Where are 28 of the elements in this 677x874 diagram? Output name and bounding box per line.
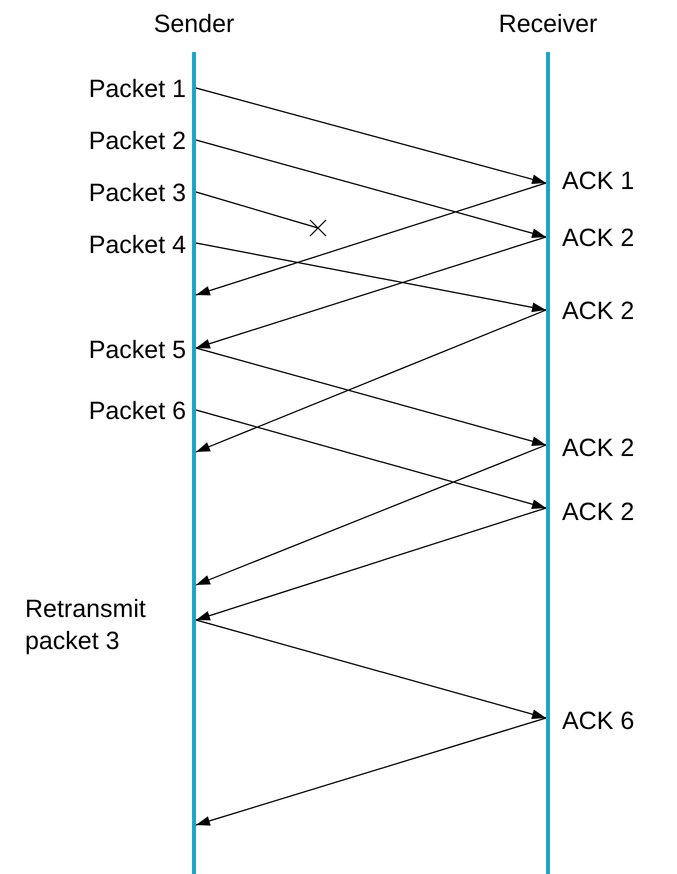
participant-label: Receiver [498,10,598,39]
participant-label: Sender [154,10,234,39]
ack-label: ACK 1 [562,166,634,196]
ack-label: ACK 2 [562,296,634,326]
packet-label: Packet 1 [88,74,186,104]
message-arrow [196,347,546,446]
message-arrow [196,507,546,621]
packet-label: Packet 6 [88,396,186,426]
ack-label: ACK 2 [562,223,634,253]
message-arrow [196,87,546,184]
ack-label: ACK 6 [562,706,634,736]
ack-label: ACK 2 [562,433,634,463]
message-arrow [196,242,546,312]
message-arrow [196,444,546,586]
packet-label: Packet 3 [88,178,186,208]
packet-label: Packet 4 [88,230,186,260]
message-arrow [196,182,546,296]
packet-label: Packet 5 [88,335,186,365]
message-arrow [196,139,546,238]
packet-label: Retransmit packet 3 [25,594,147,657]
lost-message-line [196,191,318,229]
message-arrow [196,309,546,453]
message-arrow [196,619,546,719]
packet-label: Packet 2 [88,126,186,156]
message-arrow [196,236,546,349]
message-arrow [196,717,546,826]
ack-label: ACK 2 [562,497,634,527]
message-arrow [196,409,546,509]
